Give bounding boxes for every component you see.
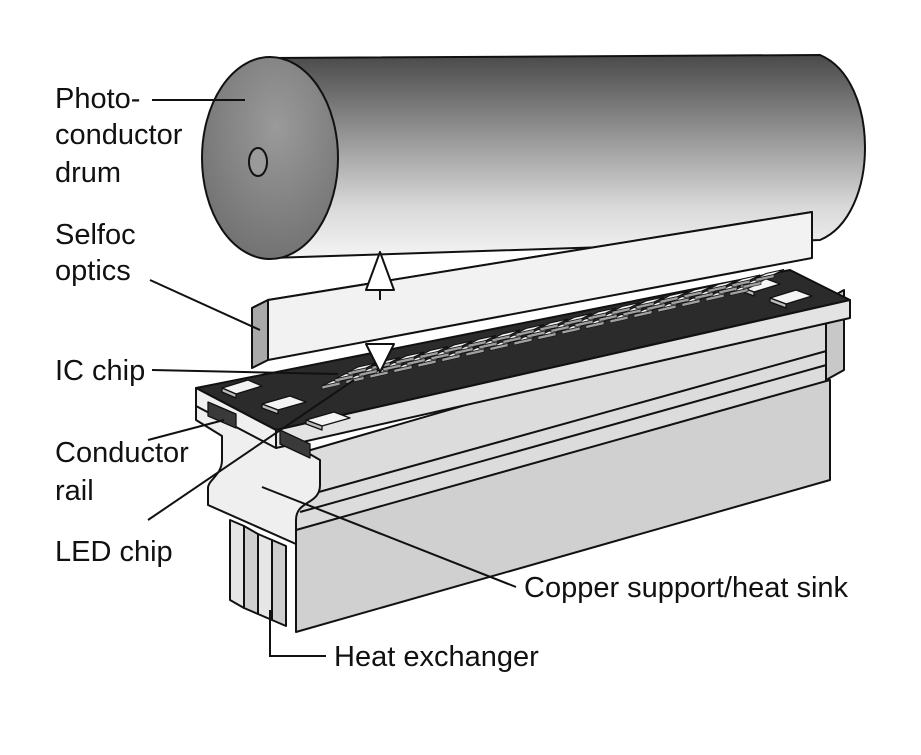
led-chip-side	[707, 285, 727, 293]
ic-chips	[221, 277, 813, 431]
drum-body	[269, 54, 866, 259]
led-chip-side	[587, 312, 607, 321]
drum-end-face	[201, 56, 339, 260]
led-chip-side	[731, 279, 751, 288]
led-chip-side	[705, 293, 725, 302]
led-chip-side	[659, 296, 679, 304]
led-chip-side	[574, 319, 594, 328]
ic-chip	[221, 379, 263, 399]
led-chip-side	[718, 286, 738, 295]
led-chip-side	[417, 359, 437, 368]
label-drum-line1: Photo-	[55, 83, 140, 115]
led-chip-side	[598, 314, 618, 322]
arrow-down-to-optics	[365, 343, 395, 373]
conductor-rails	[207, 401, 311, 459]
led-chip-side	[454, 347, 474, 355]
led-chip-side	[478, 341, 498, 350]
leader-ic-chip	[151, 369, 339, 375]
label-rail-line2: rail	[55, 475, 94, 507]
heat-exchanger	[229, 519, 287, 627]
leader-led-chip	[147, 379, 355, 521]
led-chip-side	[585, 321, 605, 329]
label-drum-line2: conductor	[55, 119, 183, 151]
fin-1	[229, 519, 245, 609]
led-chip-side	[729, 288, 749, 296]
label-rail-line1: Conductor	[55, 437, 189, 469]
led-chip-side	[513, 337, 533, 346]
led-chip-side	[646, 303, 666, 311]
label-heat-exchanger: Heat exchanger	[334, 641, 539, 673]
label-led-chip: LED chip	[55, 536, 173, 568]
labels: Photo- conductor drum Selfoc optics IC c…	[55, 83, 849, 673]
photoconductor-drum	[201, 54, 866, 260]
led-chip-side	[406, 358, 426, 366]
led-chip-side	[502, 336, 522, 344]
led-chip-side	[561, 326, 581, 335]
fin-3	[257, 533, 273, 621]
led-chip-side	[694, 292, 714, 300]
led-chip-side	[633, 310, 653, 318]
led-chip-side	[489, 343, 509, 351]
leader-conductor-rail	[147, 419, 225, 441]
label-optics-line2: optics	[55, 255, 131, 287]
led-chip-side	[539, 323, 559, 332]
copper-support-heat-sink	[195, 289, 845, 633]
ic-chip	[305, 411, 351, 431]
led-chip-side	[550, 325, 570, 333]
heat-sink-groove	[289, 349, 831, 513]
led-chip-side	[622, 308, 642, 317]
optics-end-face	[251, 299, 269, 369]
leader-lines	[147, 99, 517, 657]
led-chip-side	[393, 365, 413, 373]
ic-chip	[769, 289, 813, 309]
led-chip-side	[683, 290, 703, 299]
label-heat-sink: Copper support/heat sink	[524, 572, 849, 604]
leader-heat-sink	[261, 486, 517, 588]
light-path-arrows	[365, 251, 395, 373]
led-chip-side	[443, 345, 463, 354]
led-chip-side	[467, 340, 487, 348]
led-chip-side	[369, 370, 389, 379]
led-chip-side	[441, 354, 461, 362]
led-chip-side	[611, 307, 631, 315]
led-chip-side	[526, 330, 546, 339]
led-chip-side	[419, 351, 439, 359]
led-chip-side	[563, 318, 583, 326]
leader-optics	[149, 279, 261, 331]
led-chip-side	[465, 348, 485, 357]
led-chip-side	[609, 315, 629, 324]
led-chip-side	[334, 374, 354, 383]
ic-chip	[261, 395, 307, 415]
fin-4	[271, 539, 287, 627]
conductor-rail-left	[207, 401, 237, 429]
led-chip-side	[321, 381, 341, 390]
led-chip-side	[491, 334, 511, 343]
led-chip-side	[395, 356, 415, 365]
led-chip-side	[755, 274, 775, 282]
led-chip-side	[347, 367, 367, 376]
led-chip-side	[742, 281, 762, 289]
led-chip-side	[670, 297, 690, 306]
led-chip-side	[681, 299, 701, 307]
led-chip-side	[537, 332, 557, 340]
label-drum-line3: drum	[55, 157, 121, 189]
led-chip-array	[321, 269, 785, 390]
led-chip-side	[657, 304, 677, 313]
fin-2	[243, 525, 259, 615]
label-ic-chip: IC chip	[55, 355, 145, 387]
led-chip-side	[382, 363, 402, 372]
leader-heat-exchanger	[269, 610, 326, 657]
led-chip-side	[430, 352, 450, 361]
arrow-up-to-drum	[365, 251, 395, 291]
led-chip-side	[515, 329, 535, 337]
led-chip-side	[635, 301, 655, 310]
drum-axle-hole	[248, 147, 268, 177]
conductor-rail-right	[279, 429, 311, 459]
label-optics-line1: Selfoc	[55, 219, 136, 251]
led-chip-side	[358, 369, 378, 377]
